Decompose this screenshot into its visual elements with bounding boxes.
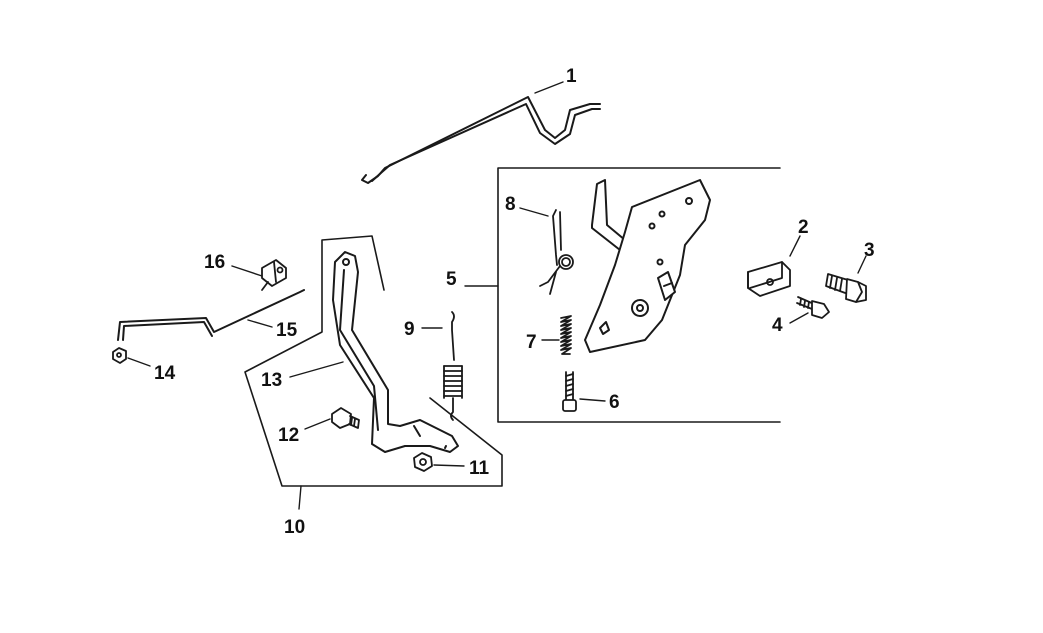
bolt-icon xyxy=(825,273,867,303)
leader-line-4 xyxy=(789,312,809,324)
part-label-8: 8 xyxy=(505,194,516,215)
leader-line-11 xyxy=(433,464,465,467)
part-label-7: 7 xyxy=(526,332,537,353)
assembly-bracket-5 xyxy=(497,167,781,423)
clip-nut-icon xyxy=(747,261,791,297)
clamp-icon xyxy=(261,259,287,291)
part-label-2: 2 xyxy=(798,217,809,238)
leader-line-2 xyxy=(789,235,801,257)
extension-spring-icon xyxy=(443,311,463,421)
leader-line-10 xyxy=(298,485,302,510)
part-label-5: 5 xyxy=(446,269,457,290)
part-label-3: 3 xyxy=(864,240,875,261)
screw-icon xyxy=(562,371,577,412)
part-label-12: 12 xyxy=(278,425,299,446)
part-label-4: 4 xyxy=(772,315,783,336)
leader-line-6 xyxy=(579,398,606,402)
control-plate-assembly-icon xyxy=(584,179,711,353)
leader-line-3 xyxy=(857,255,867,274)
spring-icon xyxy=(560,315,572,355)
rod-icon xyxy=(117,289,305,341)
part-label-9: 9 xyxy=(404,319,415,340)
leader-line-13 xyxy=(289,361,344,378)
screw-icon xyxy=(796,296,830,319)
torsion-spring-icon xyxy=(539,209,574,295)
part-label-10: 10 xyxy=(284,517,305,538)
part-label-1: 1 xyxy=(566,66,577,87)
nut-icon xyxy=(112,347,127,364)
bolt-icon xyxy=(331,407,360,429)
leader-line-14 xyxy=(127,357,151,367)
lever-assembly-outline xyxy=(244,235,503,487)
rod-icon xyxy=(361,96,601,184)
leader-line-1 xyxy=(534,81,564,94)
leader-line-15 xyxy=(247,319,273,328)
leader-line-8 xyxy=(519,207,549,217)
leader-line-16 xyxy=(231,265,263,277)
part-label-6: 6 xyxy=(609,392,620,413)
part-label-11: 11 xyxy=(469,458,490,479)
part-label-13: 13 xyxy=(261,370,282,391)
part-label-16: 16 xyxy=(204,252,225,273)
lever-icon xyxy=(332,251,459,453)
part-label-14: 14 xyxy=(154,363,176,384)
leader-line-12 xyxy=(304,418,331,430)
nut-icon xyxy=(413,452,433,472)
part-label-15: 15 xyxy=(276,320,298,341)
